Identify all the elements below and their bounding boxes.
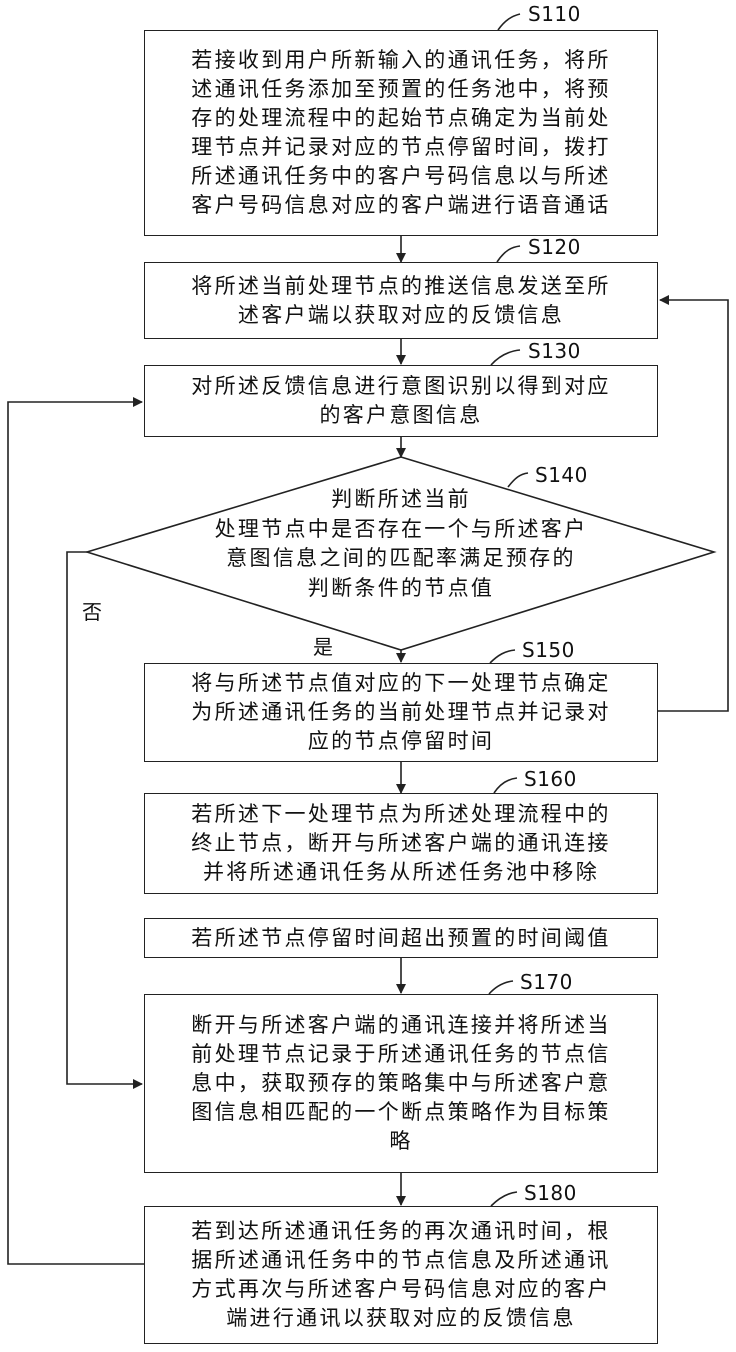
step-id-s110: S110 <box>528 2 581 26</box>
leader-s120 <box>497 246 520 262</box>
leader-s180 <box>491 1192 517 1206</box>
no-branch-to-s170 <box>67 552 142 1084</box>
condition-box-timeout: 若所述节点停留时间超出预置的时间阈值 <box>144 918 658 958</box>
process-box-s160: 若所述下一处理节点为所述处理流程中的 终止节点，断开与所述客户端的通讯连接 并将… <box>144 793 658 894</box>
step-id-s150: S150 <box>522 638 575 662</box>
process-text-s120: 将所述当前处理节点的推送信息发送至所 述客户端以获取对应的反馈信息 <box>191 272 610 330</box>
step-id-s180: S180 <box>524 1181 577 1205</box>
step-id-s130: S130 <box>528 339 581 363</box>
process-box-s130: 对所述反馈信息进行意图识别以得到对应 的客户意图信息 <box>144 365 658 437</box>
process-text-s180: 若到达所述通讯任务的再次通讯时间，根 据所述通讯任务中的节点信息及所述通讯 方式… <box>191 1217 610 1333</box>
process-box-s150: 将与所述节点值对应的下一处理节点确定 为所述通讯任务的当前处理节点并记录对 应的… <box>144 663 658 762</box>
leader-s110 <box>498 14 520 30</box>
process-text-s110: 若接收到用户所新输入的通讯任务，将所 述通讯任务添加至预置的任务池中，将预 存的… <box>191 46 610 220</box>
step-id-s140: S140 <box>535 463 588 487</box>
step-id-s120: S120 <box>528 235 581 259</box>
condition-text-timeout: 若所述节点停留时间超出预置的时间阈值 <box>191 924 610 953</box>
process-text-s160: 若所述下一处理节点为所述处理流程中的 终止节点，断开与所述客户端的通讯连接 并将… <box>191 800 610 887</box>
process-box-s120: 将所述当前处理节点的推送信息发送至所 述客户端以获取对应的反馈信息 <box>144 262 658 339</box>
loop-s150-to-s120 <box>658 300 728 711</box>
decision-text-s140: 判断所述当前 处理节点中是否存在一个与所述客户 意图信息之间的匹配率满足预存的 … <box>150 485 652 603</box>
loop-s180-to-s130 <box>8 402 144 1264</box>
label-yes: 是 <box>313 631 333 660</box>
process-text-s170: 断开与所述客户端的通讯连接并将所述当 前处理节点记录于所述通讯任务的节点信 息中… <box>191 1011 610 1156</box>
label-no: 否 <box>82 596 102 625</box>
leader-s170 <box>489 981 513 994</box>
step-id-s170: S170 <box>520 970 573 994</box>
process-text-s150: 将与所述节点值对应的下一处理节点确定 为所述通讯任务的当前处理节点并记录对 应的… <box>191 669 610 756</box>
process-box-s110: 若接收到用户所新输入的通讯任务，将所 述通讯任务添加至预置的任务池中，将预 存的… <box>144 30 658 236</box>
leader-s130 <box>491 350 520 365</box>
leader-s160 <box>494 778 517 793</box>
process-box-s170: 断开与所述客户端的通讯连接并将所述当 前处理节点记录于所述通讯任务的节点信 息中… <box>144 994 658 1173</box>
step-id-s160: S160 <box>524 767 577 791</box>
process-box-s180: 若到达所述通讯任务的再次通讯时间，根 据所述通讯任务中的节点信息及所述通讯 方式… <box>144 1206 658 1344</box>
leader-s150 <box>490 650 515 663</box>
process-text-s130: 对所述反馈信息进行意图识别以得到对应 的客户意图信息 <box>191 372 610 430</box>
